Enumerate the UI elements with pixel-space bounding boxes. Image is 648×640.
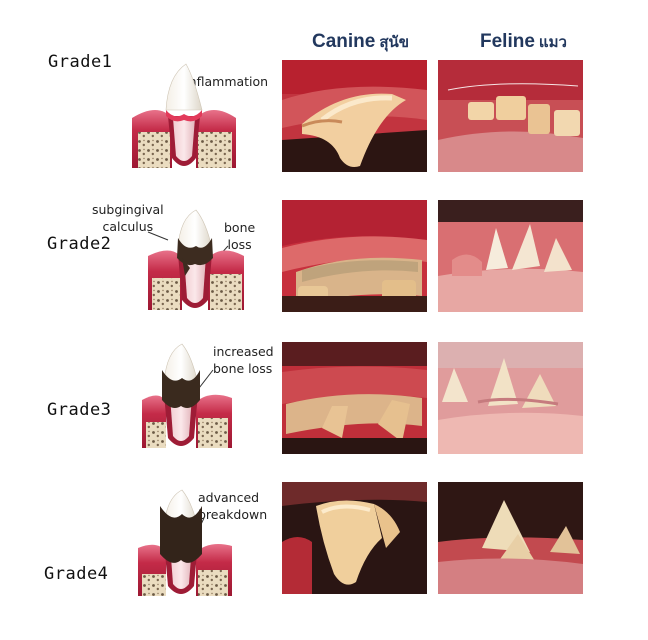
grade-2-label: Grade2: [47, 234, 112, 254]
canine-grade-2-photo: [282, 200, 427, 312]
subgingival-calculus-text: subgingival calculus: [92, 202, 164, 234]
feline-grade-1-photo: [438, 60, 583, 172]
feline-thai-label: แมว: [538, 33, 567, 51]
grade-2-tooth-diagram: [148, 209, 244, 310]
grade-1-tooth-diagram: [132, 63, 236, 168]
increased-bone-loss-text: increased bone loss: [213, 344, 274, 376]
advanced-breakdown-annotation: advanced breakdown: [198, 489, 267, 523]
canine-thai-label: สุนัข: [379, 33, 410, 51]
canine-grade-4-photo: [282, 482, 427, 594]
increased-bone-loss-annotation: increased bone loss: [213, 343, 274, 377]
canine-title: Canine: [312, 31, 376, 52]
feline-grade-4-photo: [438, 482, 583, 594]
feline-title: Feline: [480, 31, 535, 52]
advanced-breakdown-text: advanced breakdown: [198, 490, 268, 522]
canine-grade-3-photo: [282, 342, 427, 454]
grade-4-label: Grade4: [44, 564, 109, 584]
bone-loss-text: bone loss: [224, 220, 256, 252]
feline-grade-2-photo: [438, 200, 583, 312]
feline-grade-3-photo: [438, 342, 583, 454]
grade-1-label: Grade1: [48, 52, 113, 72]
canine-grade-1-photo: [282, 60, 427, 172]
inflammation-annotation: Inflammation: [185, 74, 269, 89]
grade-3-label: Grade3: [47, 400, 112, 420]
subgingival-calculus-annotation: subgingival calculus: [92, 201, 164, 235]
grade-3-tooth-diagram: [142, 343, 232, 448]
bone-loss-annotation: bone loss: [224, 219, 255, 253]
grade-4-tooth-diagram: [138, 489, 232, 596]
